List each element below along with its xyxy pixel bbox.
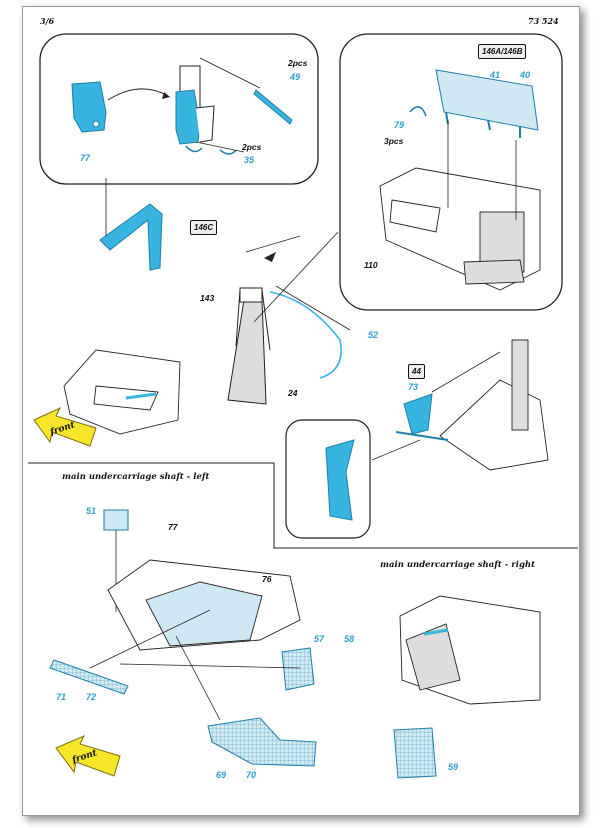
part-73-drawing <box>403 393 433 435</box>
kit-part-77-label: 77 <box>168 522 178 532</box>
part-35-label: 35 <box>244 155 255 165</box>
hinge-assembly-drawing <box>175 65 245 155</box>
part-57-drawing <box>281 647 315 691</box>
cockpit-tub-drawing <box>379 167 541 291</box>
part-59-label: 59 <box>448 762 459 772</box>
part-52-drawing <box>269 291 342 379</box>
part-41-label: 41 <box>490 70 501 80</box>
seat-frame-drawing <box>227 287 271 405</box>
kit-part-110-label: 110 <box>364 260 378 270</box>
front-arrow-top <box>33 406 97 447</box>
part-69-drawing <box>207 717 317 767</box>
part-70-label: 70 <box>246 770 257 780</box>
qty-79-label: 3pcs <box>384 136 404 146</box>
cockpit-floor-drawing <box>63 349 181 435</box>
detail-c-part-drawing <box>325 439 355 521</box>
part-59-drawing <box>393 727 437 779</box>
part-51-drawing <box>103 509 129 531</box>
right-shaft-title: main undercarriage shaft - right <box>380 560 536 570</box>
left-shaft-title: main undercarriage shaft - left <box>62 472 210 482</box>
ref-tag-146c: 146C <box>190 220 218 235</box>
part-77-label: 77 <box>80 153 91 163</box>
seat-right-drawing <box>439 339 549 471</box>
part-51-label: 51 <box>86 506 97 516</box>
part-79-drawing <box>409 106 427 117</box>
kit-part-143-label: 143 <box>200 293 215 303</box>
part-72-label: 72 <box>86 692 97 702</box>
qty-49-label: 2pcs <box>288 58 308 68</box>
part-57-label: 57 <box>314 634 325 644</box>
section-divider <box>28 462 578 549</box>
part-58-label: 58 <box>344 634 355 644</box>
ref-tag-146a-146b: 146A/146B <box>478 44 527 59</box>
kit-part-76-label: 76 <box>262 574 272 584</box>
part-40-label: 40 <box>520 70 531 80</box>
ref-tag-44: 44 <box>408 364 425 379</box>
part-146c-drawing <box>99 203 163 271</box>
kit-part-24-label: 24 <box>288 388 298 398</box>
kit-code: 73 524 <box>528 16 559 26</box>
part-41-drawing <box>435 69 539 131</box>
part-71-drawing <box>49 659 129 695</box>
part-79-label: 79 <box>394 120 405 130</box>
page-number: 3/6 <box>40 16 55 26</box>
part-71-label: 71 <box>56 692 67 702</box>
part-77-drawing <box>71 81 107 133</box>
part-49-label: 49 <box>290 72 301 82</box>
part-69-label: 69 <box>216 770 227 780</box>
front-arrow-bottom <box>55 735 121 777</box>
part-52-label: 52 <box>368 330 379 340</box>
part-49-drawing <box>253 89 293 125</box>
qty-35-label: 2pcs <box>242 142 262 152</box>
right-shaft-drawing <box>399 595 541 705</box>
left-shaft-drawing <box>107 559 301 651</box>
part-73-label: 73 <box>408 382 419 392</box>
